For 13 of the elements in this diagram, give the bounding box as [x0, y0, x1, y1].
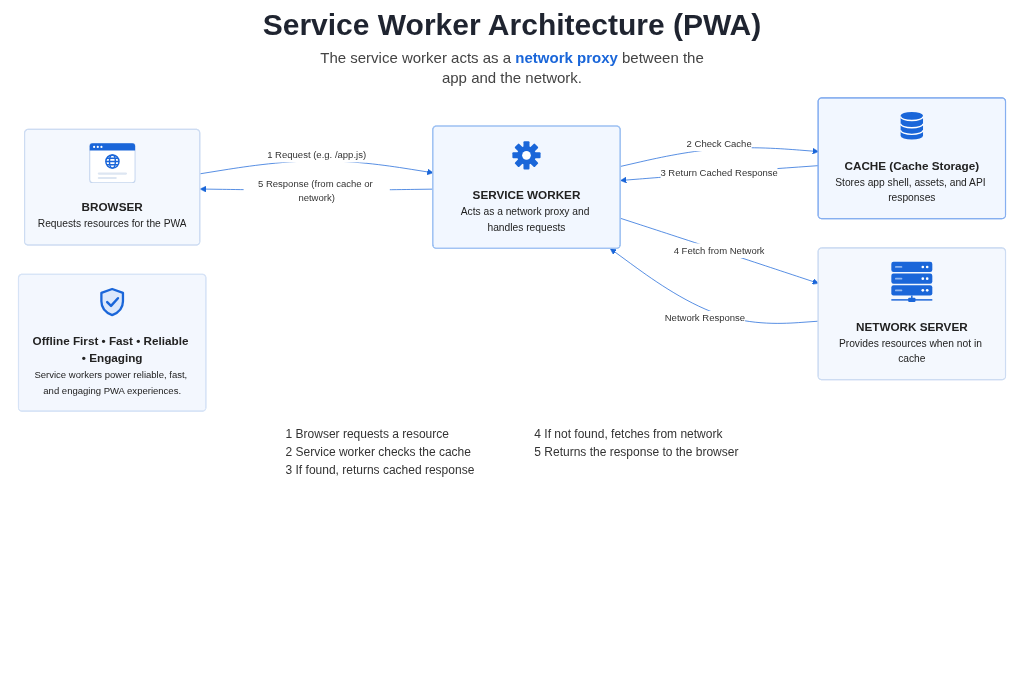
step-text: 3 If found, returns cached response: [285, 463, 475, 477]
step-text: 1 Browser requests a resource: [285, 427, 450, 441]
edge-label: 4 Fetch from Network: [673, 244, 765, 256]
step-text: 5 Returns the response to the browser: [534, 445, 739, 459]
edge-label: 2 Check Cache: [686, 138, 752, 150]
title: Service Worker Architecture (PWA): [262, 8, 762, 42]
edge-label: 3 Return Cached Response: [660, 167, 778, 179]
edge-label: 5 Response (from cache or network): [257, 177, 373, 204]
edge-label: Network Response: [664, 312, 746, 324]
step-text: 2 Service worker checks the cache: [285, 445, 472, 459]
edge-label: 1 Request (e.g. /app.js): [267, 149, 367, 161]
subtitle: The service worker acts as a network proxy between the app and the network.: [319, 48, 705, 88]
step-text: 4 If not found, fetches from network: [534, 427, 724, 441]
